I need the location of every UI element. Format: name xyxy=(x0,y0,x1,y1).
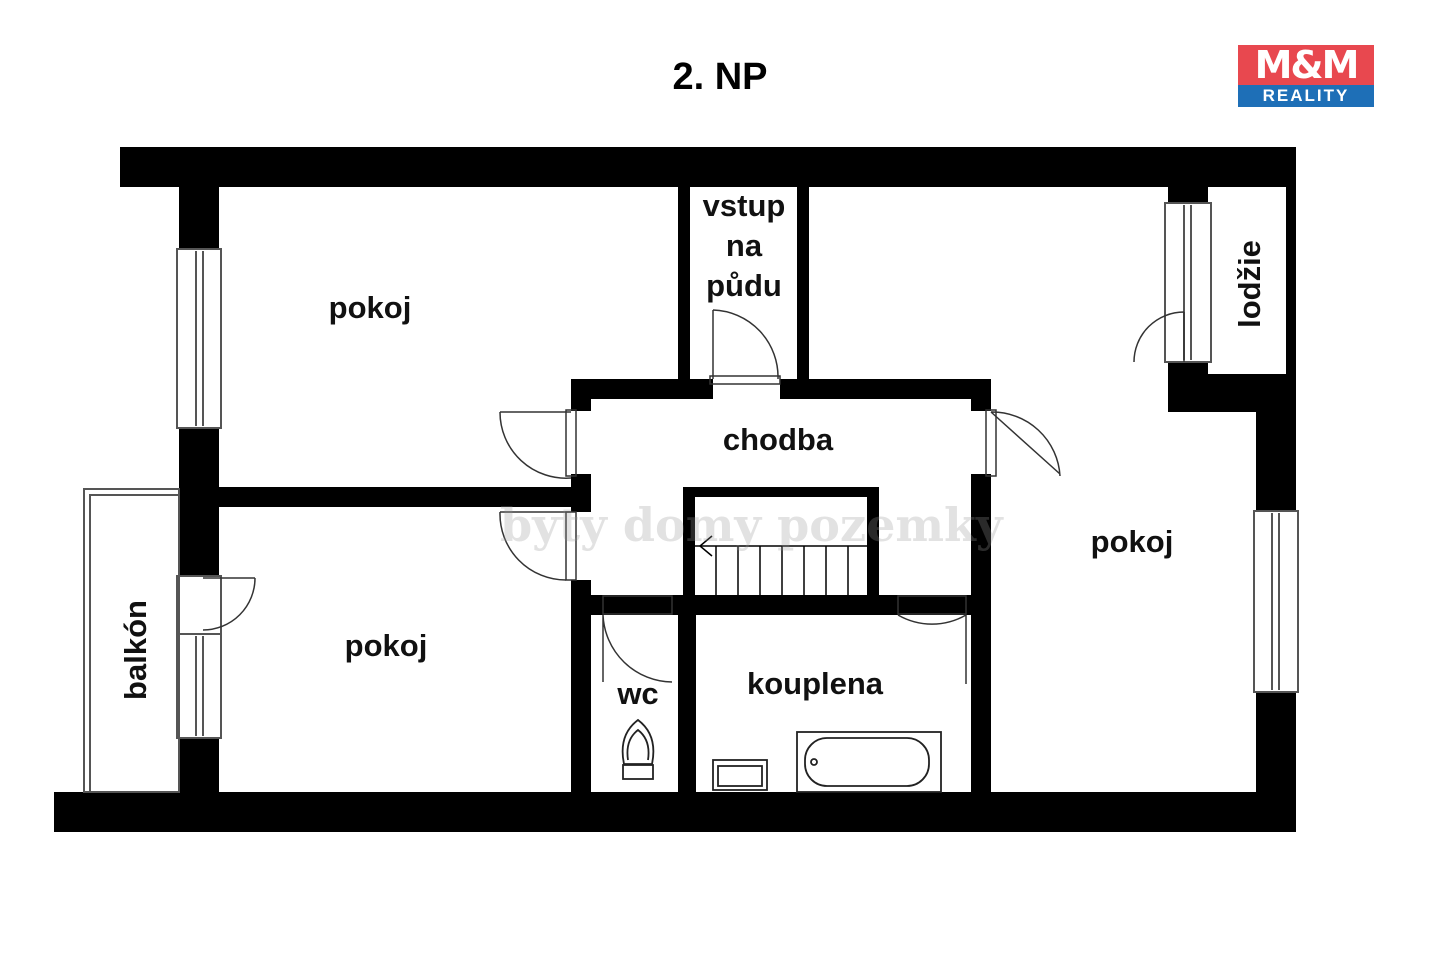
walls xyxy=(54,147,1296,832)
wall-corridor-top-right xyxy=(780,379,991,399)
wall-stair-left xyxy=(683,487,695,597)
room-label-lodzie: lodžie xyxy=(1232,240,1267,328)
wall-stair-right xyxy=(867,487,879,597)
room-label-pokoj-top-left: pokoj xyxy=(328,290,412,325)
stair-arrow-icon xyxy=(698,535,713,557)
window-left-top xyxy=(176,248,222,429)
window-right xyxy=(1253,510,1299,693)
logo-brand: M&M xyxy=(1238,45,1374,85)
window-left-bottom xyxy=(176,633,222,739)
room-label-vstup-3: půdu xyxy=(706,268,782,303)
room-label-wc: wc xyxy=(617,676,659,711)
floor-title: 2. NP xyxy=(672,56,768,98)
wall-left-rooms-divider xyxy=(219,487,571,507)
logo-sub: REALITY xyxy=(1238,85,1374,107)
wall-bottom xyxy=(54,792,1296,832)
wall-loggia-rail xyxy=(1286,187,1296,374)
wall-right-upper xyxy=(1256,374,1296,511)
bathtub-icon xyxy=(796,731,942,793)
wall-left-low xyxy=(179,738,219,792)
wall-corridor-left-b xyxy=(571,474,591,512)
window-balcony-door xyxy=(176,575,222,635)
room-label-pokoj-right: pokoj xyxy=(1090,524,1174,559)
room-label-balkon: balkón xyxy=(118,600,153,700)
room-label-koupelna: kouplena xyxy=(746,666,884,701)
room-label-chodba: chodba xyxy=(722,422,834,457)
wall-loggia-pier xyxy=(1168,187,1208,203)
wall-wc-bath xyxy=(678,615,696,792)
wall-corridor-left-a xyxy=(571,379,591,411)
window-loggia xyxy=(1164,202,1212,363)
wall-corridor-right-a xyxy=(971,379,991,411)
wall-corridor-right-b xyxy=(971,474,991,792)
wall-corridor-left-c xyxy=(571,580,591,792)
wall-right-lower xyxy=(1256,692,1296,792)
sink-icon xyxy=(712,759,768,791)
room-label-vstup-1: vstup xyxy=(702,188,786,223)
wall-top xyxy=(120,147,1296,187)
wall-attic-right xyxy=(797,187,809,379)
watermark: byty domy pozemky xyxy=(500,498,1003,552)
wall-stair-top xyxy=(683,487,879,497)
wall-corridor-top-left xyxy=(571,379,713,399)
windows xyxy=(176,202,1299,739)
wall-attic-left xyxy=(678,187,690,379)
stairs xyxy=(695,497,867,595)
balcony xyxy=(83,488,180,793)
toilet-icon xyxy=(621,718,655,780)
company-logo: M&M REALITY xyxy=(1238,45,1374,107)
doors xyxy=(202,309,1185,684)
wall-stair-bottom xyxy=(591,595,971,615)
fixtures xyxy=(621,718,942,793)
wall-left-mid xyxy=(179,428,219,576)
wall-left-upper xyxy=(179,187,219,249)
room-label-pokoj-bottom-left: pokoj xyxy=(344,628,428,663)
room-label-vstup-2: na xyxy=(725,228,763,263)
